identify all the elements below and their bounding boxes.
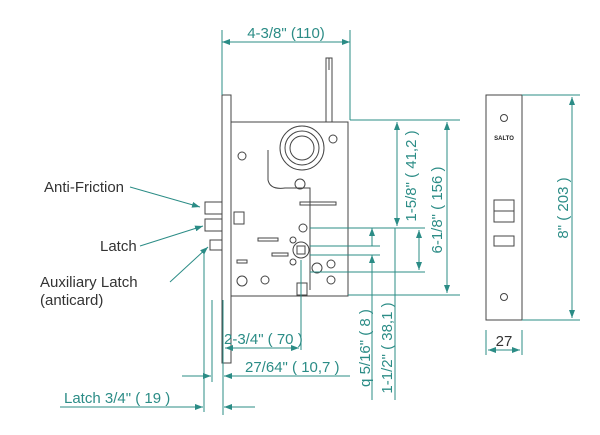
- dim-case-height: 6-1/8" ( 156 ): [429, 166, 446, 253]
- dim-latch-throw: Latch 3/4" ( 19 ): [64, 390, 170, 407]
- anti-friction-bolt: [204, 201, 223, 215]
- label-auxiliary-latch: Auxiliary Latch: [40, 274, 138, 291]
- faceplate-front: SALTO: [485, 94, 523, 321]
- hub-icon: [279, 125, 325, 171]
- auxiliary-latch: [209, 239, 223, 251]
- dim-hub-to-cylinder: 1-5/8" ( 41,2 ): [403, 130, 420, 221]
- lock-body: [204, 57, 349, 364]
- dim-faceplate-height: 8" ( 203 ): [555, 177, 572, 238]
- brand-logo: SALTO: [494, 136, 514, 142]
- dim-backset: 2-3/4" ( 70 ): [224, 331, 303, 348]
- latch-bolt: [204, 218, 223, 232]
- label-anticard: (anticard): [40, 292, 103, 309]
- label-anti-friction: Anti-Friction: [44, 179, 124, 196]
- label-latch: Latch: [100, 238, 137, 255]
- dimension-lines: [60, 30, 580, 415]
- dim-faceplate-width: 27: [496, 333, 513, 350]
- dim-spindle: q 5/16" ( 8 ): [357, 309, 374, 387]
- dim-faceplate-offset: 27/64" ( 10,7 ): [245, 359, 340, 376]
- dim-hub-spacing: 1-1/2" ( 38,1 ): [379, 302, 396, 393]
- dim-case-width: 4-3/8" (110): [247, 25, 325, 42]
